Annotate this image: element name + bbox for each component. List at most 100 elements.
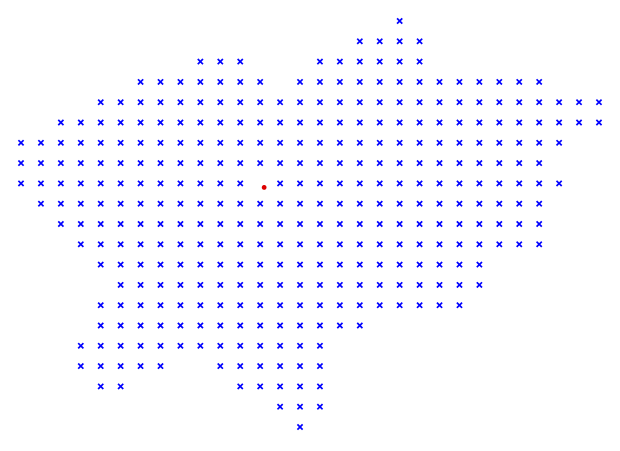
data-point-x-marker [77,342,84,350]
data-point-x-marker [237,362,244,370]
data-point-x-marker [496,78,503,86]
data-point-x-marker [117,261,124,268]
data-point-x-marker [356,58,364,65]
data-point-x-marker [117,180,124,187]
data-point-x-marker [237,241,244,248]
data-point-x-marker [177,342,184,350]
data-point-x-marker [575,98,583,106]
data-point-x-marker [117,159,124,167]
data-point-x-marker [177,78,184,86]
plot-marks [17,17,603,431]
data-point-x-marker [97,342,104,350]
data-point-x-marker [137,98,144,106]
data-point-x-marker [276,301,284,309]
data-point-x-marker [535,98,543,106]
data-point-x-marker [237,261,244,268]
data-point-x-marker [177,139,184,147]
data-point-x-marker [396,241,403,248]
data-point-x-marker [157,220,164,228]
data-point-x-marker [157,159,164,167]
data-point-x-marker [97,220,104,228]
data-point-x-marker [157,342,164,350]
data-point-x-marker [37,139,45,147]
data-point-x-marker [77,200,84,207]
data-point-x-marker [575,119,583,126]
data-point-x-marker [416,301,423,309]
data-point-x-marker [137,322,144,329]
data-point-x-marker [535,159,543,167]
data-point-x-marker [276,362,284,370]
data-point-x-marker [157,301,164,309]
data-point-x-marker [57,159,65,167]
data-point-x-marker [336,261,344,268]
data-point-x-marker [17,159,25,167]
data-point-x-marker [436,301,443,309]
data-point-x-marker [237,159,244,167]
data-point-x-marker [476,281,483,289]
data-point-x-marker [436,98,443,106]
data-point-x-marker [316,281,324,289]
data-point-x-marker [256,281,264,289]
data-point-x-marker [316,301,324,309]
data-point-x-marker [416,98,423,106]
data-point-x-marker [396,159,403,167]
data-point-x-marker [276,342,284,350]
data-point-x-marker [336,200,344,207]
data-point-x-marker [396,38,403,45]
data-point-x-marker [416,119,423,126]
data-point-x-marker [157,180,164,187]
data-point-x-marker [336,139,344,147]
data-point-x-marker [197,58,204,65]
data-point-x-marker [316,119,324,126]
data-point-x-marker [555,119,563,126]
data-point-x-marker [396,139,403,147]
data-point-x-marker [436,139,443,147]
data-point-x-marker [436,261,443,268]
data-point-x-marker [197,159,204,167]
data-point-x-marker [276,261,284,268]
data-point-x-marker [516,220,523,228]
data-point-x-marker [316,98,324,106]
data-point-x-marker [316,139,324,147]
data-point-x-marker [396,200,403,207]
data-point-x-marker [137,139,144,147]
data-point-x-marker [296,119,304,126]
data-point-x-marker [237,180,244,187]
data-point-x-marker [296,220,304,228]
data-point-x-marker [316,58,324,65]
data-point-x-marker [97,383,104,390]
data-point-x-marker [37,200,45,207]
data-point-x-marker [595,98,603,106]
data-point-x-marker [436,200,443,207]
data-point-x-marker [256,322,264,329]
data-point-x-marker [57,139,65,147]
data-point-x-marker [77,139,84,147]
data-point-x-marker [256,241,264,248]
data-point-x-marker [137,342,144,350]
data-point-x-marker [356,200,364,207]
data-point-x-marker [416,180,423,187]
data-point-x-marker [476,261,483,268]
data-point-x-marker [356,301,364,309]
data-point-x-marker [217,241,224,248]
data-point-x-marker [256,342,264,350]
data-point-x-marker [376,78,383,86]
data-point-x-marker [476,98,483,106]
data-point-x-marker [376,301,383,309]
data-point-x-marker [456,200,463,207]
data-point-x-marker [516,241,523,248]
data-point-x-marker [336,78,344,86]
data-point-x-marker [296,281,304,289]
data-point-x-marker [496,180,503,187]
data-point-x-marker [456,220,463,228]
data-point-x-marker [376,220,383,228]
data-point-x-marker [356,98,364,106]
data-point-x-marker [217,220,224,228]
data-point-x-marker [217,58,224,65]
data-point-x-marker [237,383,244,390]
data-point-x-marker [436,180,443,187]
data-point-x-marker [356,119,364,126]
data-point-x-marker [496,139,503,147]
data-point-x-marker [456,98,463,106]
